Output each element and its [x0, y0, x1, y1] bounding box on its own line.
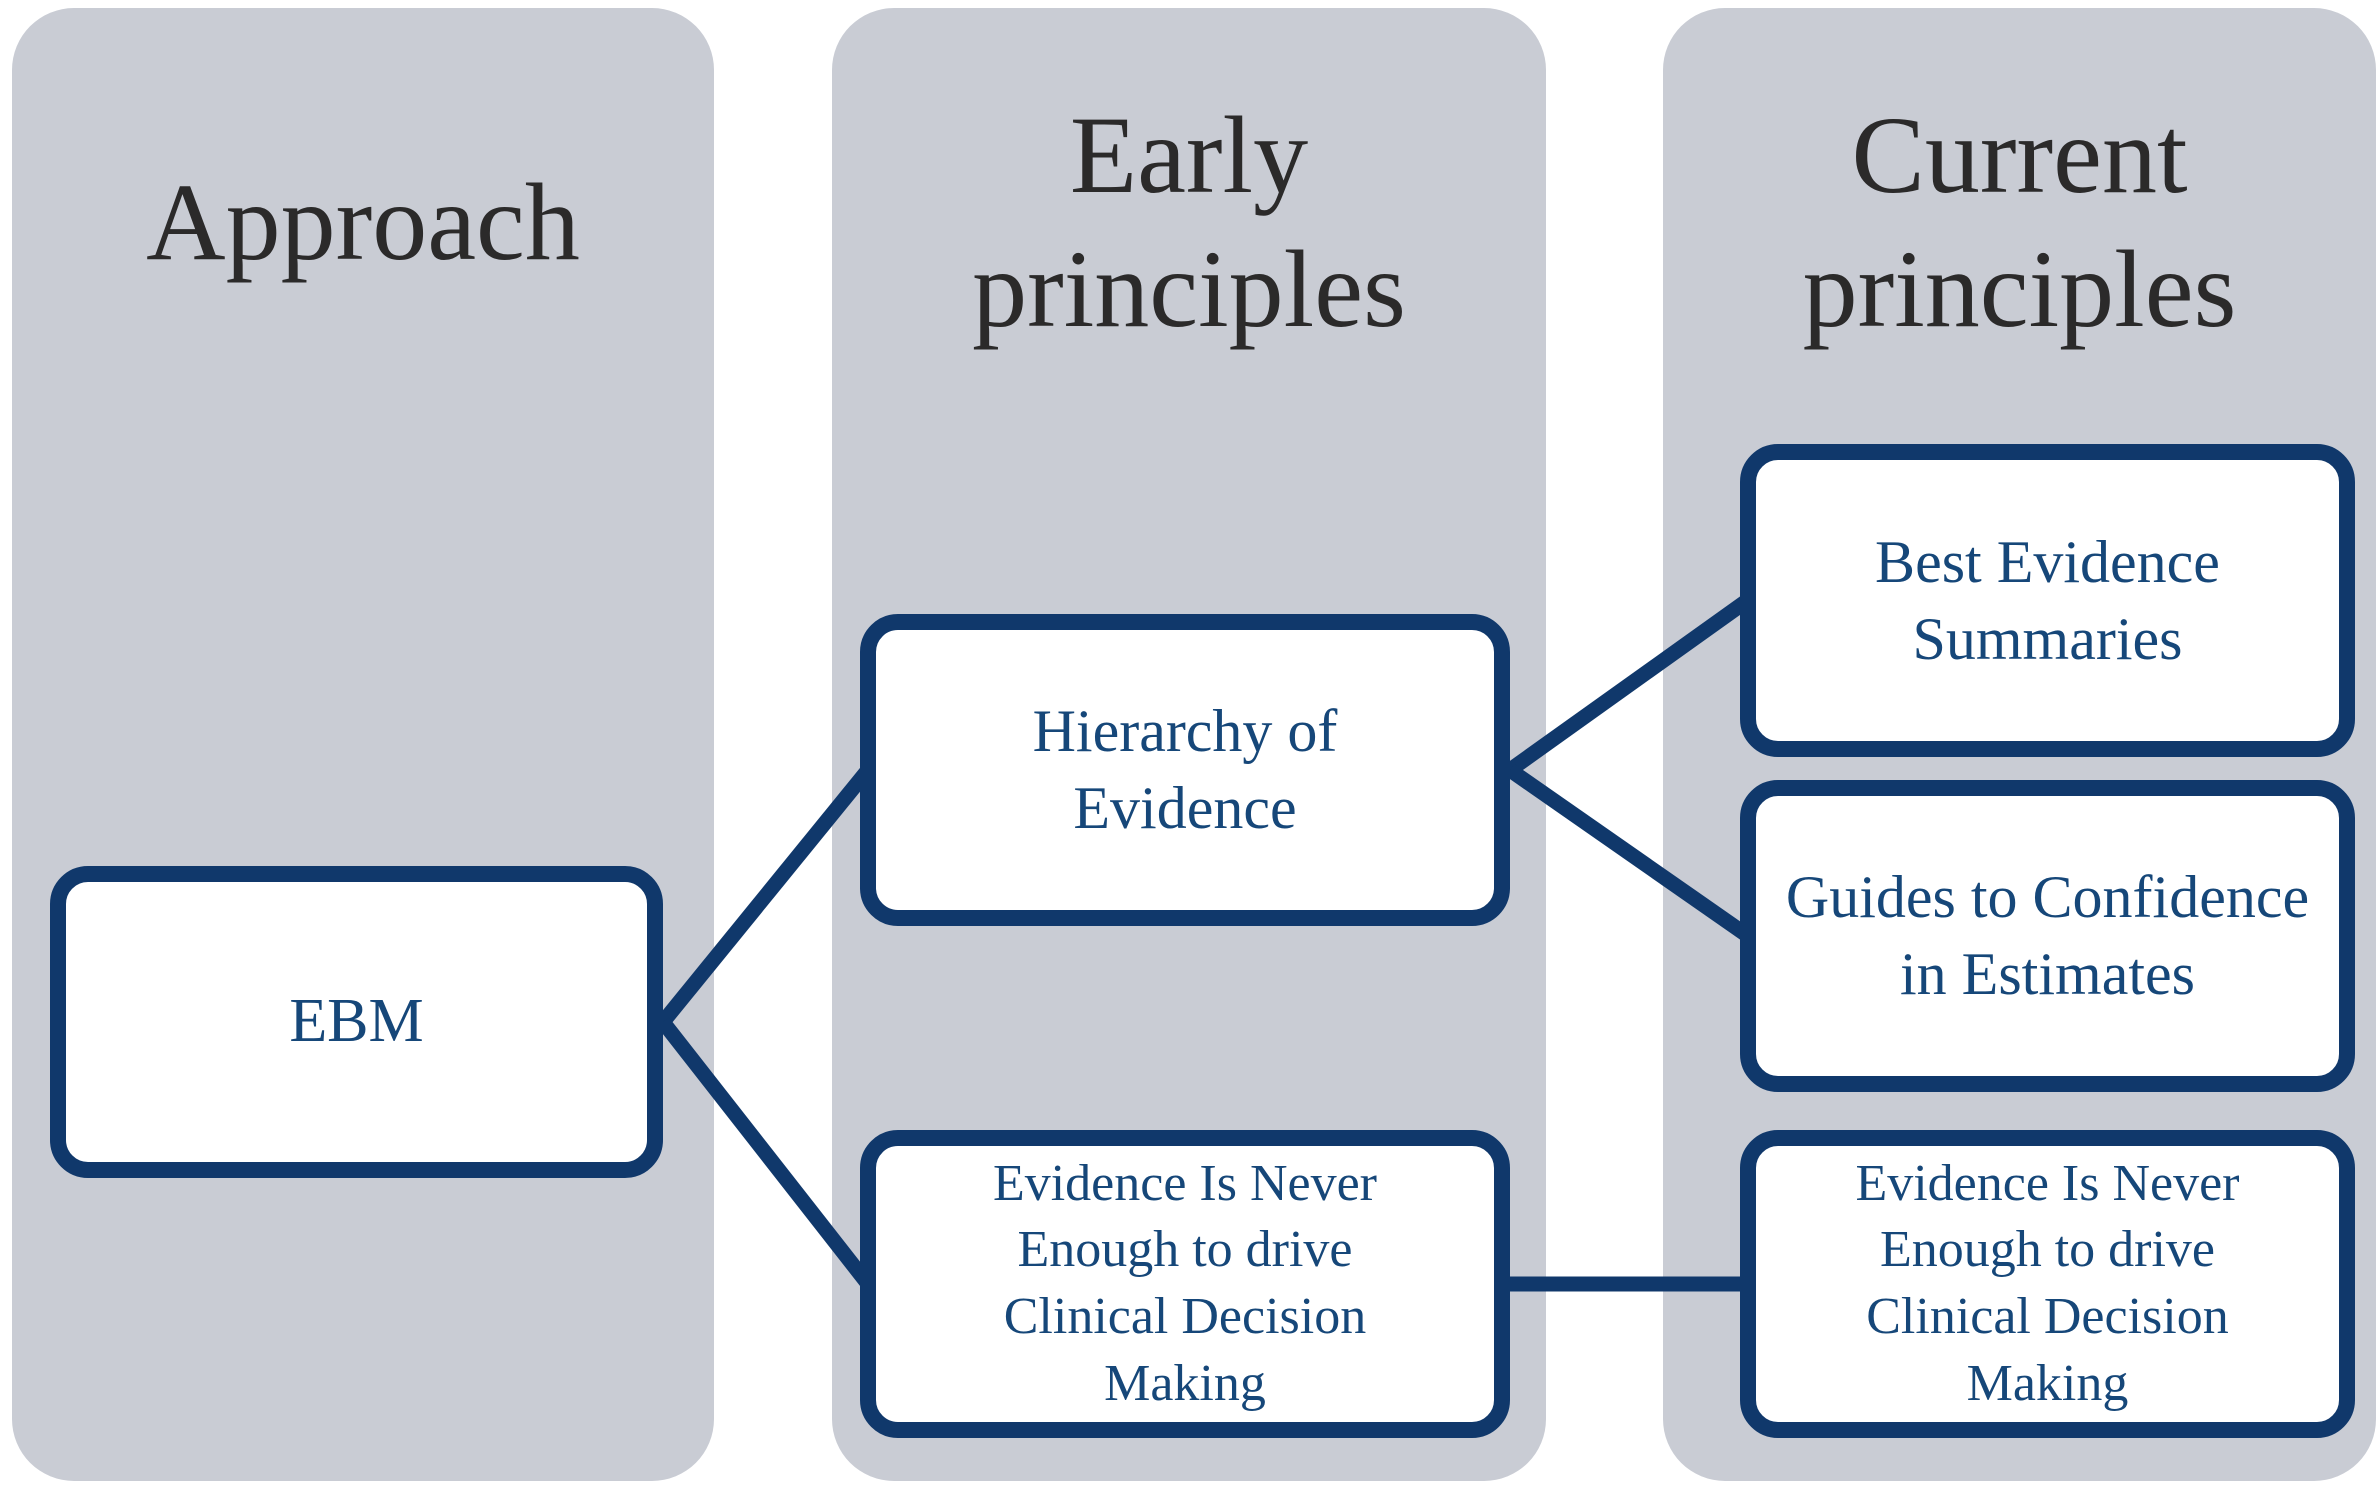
node-guides-to-confidence: Guides to Confidence in Estimates [1740, 780, 2355, 1092]
node-evidence-never-enough-current-label: Evidence Is Never Enough to drive Clinic… [1855, 1154, 2240, 1412]
node-best-evidence-summaries-label: Best Evidence Summaries [1875, 528, 2220, 672]
node-evidence-never-enough-early: Evidence Is Never Enough to drive Clinic… [860, 1130, 1510, 1438]
panel-approach [12, 8, 714, 1481]
node-evidence-never-enough-early-label: Evidence Is Never Enough to drive Clinic… [992, 1154, 1378, 1412]
node-best-evidence-summaries: Best Evidence Summaries [1740, 444, 2355, 757]
connector-hierarchy-guides [1505, 763, 1753, 943]
node-hierarchy-of-evidence: Hierarchy of Evidence [860, 614, 1510, 926]
node-evidence-never-enough-current: Evidence Is Never Enough to drive Clinic… [1740, 1130, 2355, 1438]
node-hierarchy-of-evidence-label: Hierarchy of Evidence [1032, 698, 1338, 841]
node-ebm: EBM [50, 866, 663, 1178]
connector-ebm-evidence-early [657, 1017, 874, 1289]
node-guides-to-confidence-label: Guides to Confidence in Estimates [1785, 864, 2310, 1007]
column-title-approach: Approach [146, 161, 580, 283]
node-ebm-label: EBM [289, 987, 424, 1056]
connector-ebm-hierarchy [657, 765, 874, 1027]
column-title-current-principles: Current principles [1802, 94, 2237, 351]
connector-hierarchy-best [1505, 593, 1753, 777]
column-title-early-principles: Early principles [972, 94, 1406, 351]
